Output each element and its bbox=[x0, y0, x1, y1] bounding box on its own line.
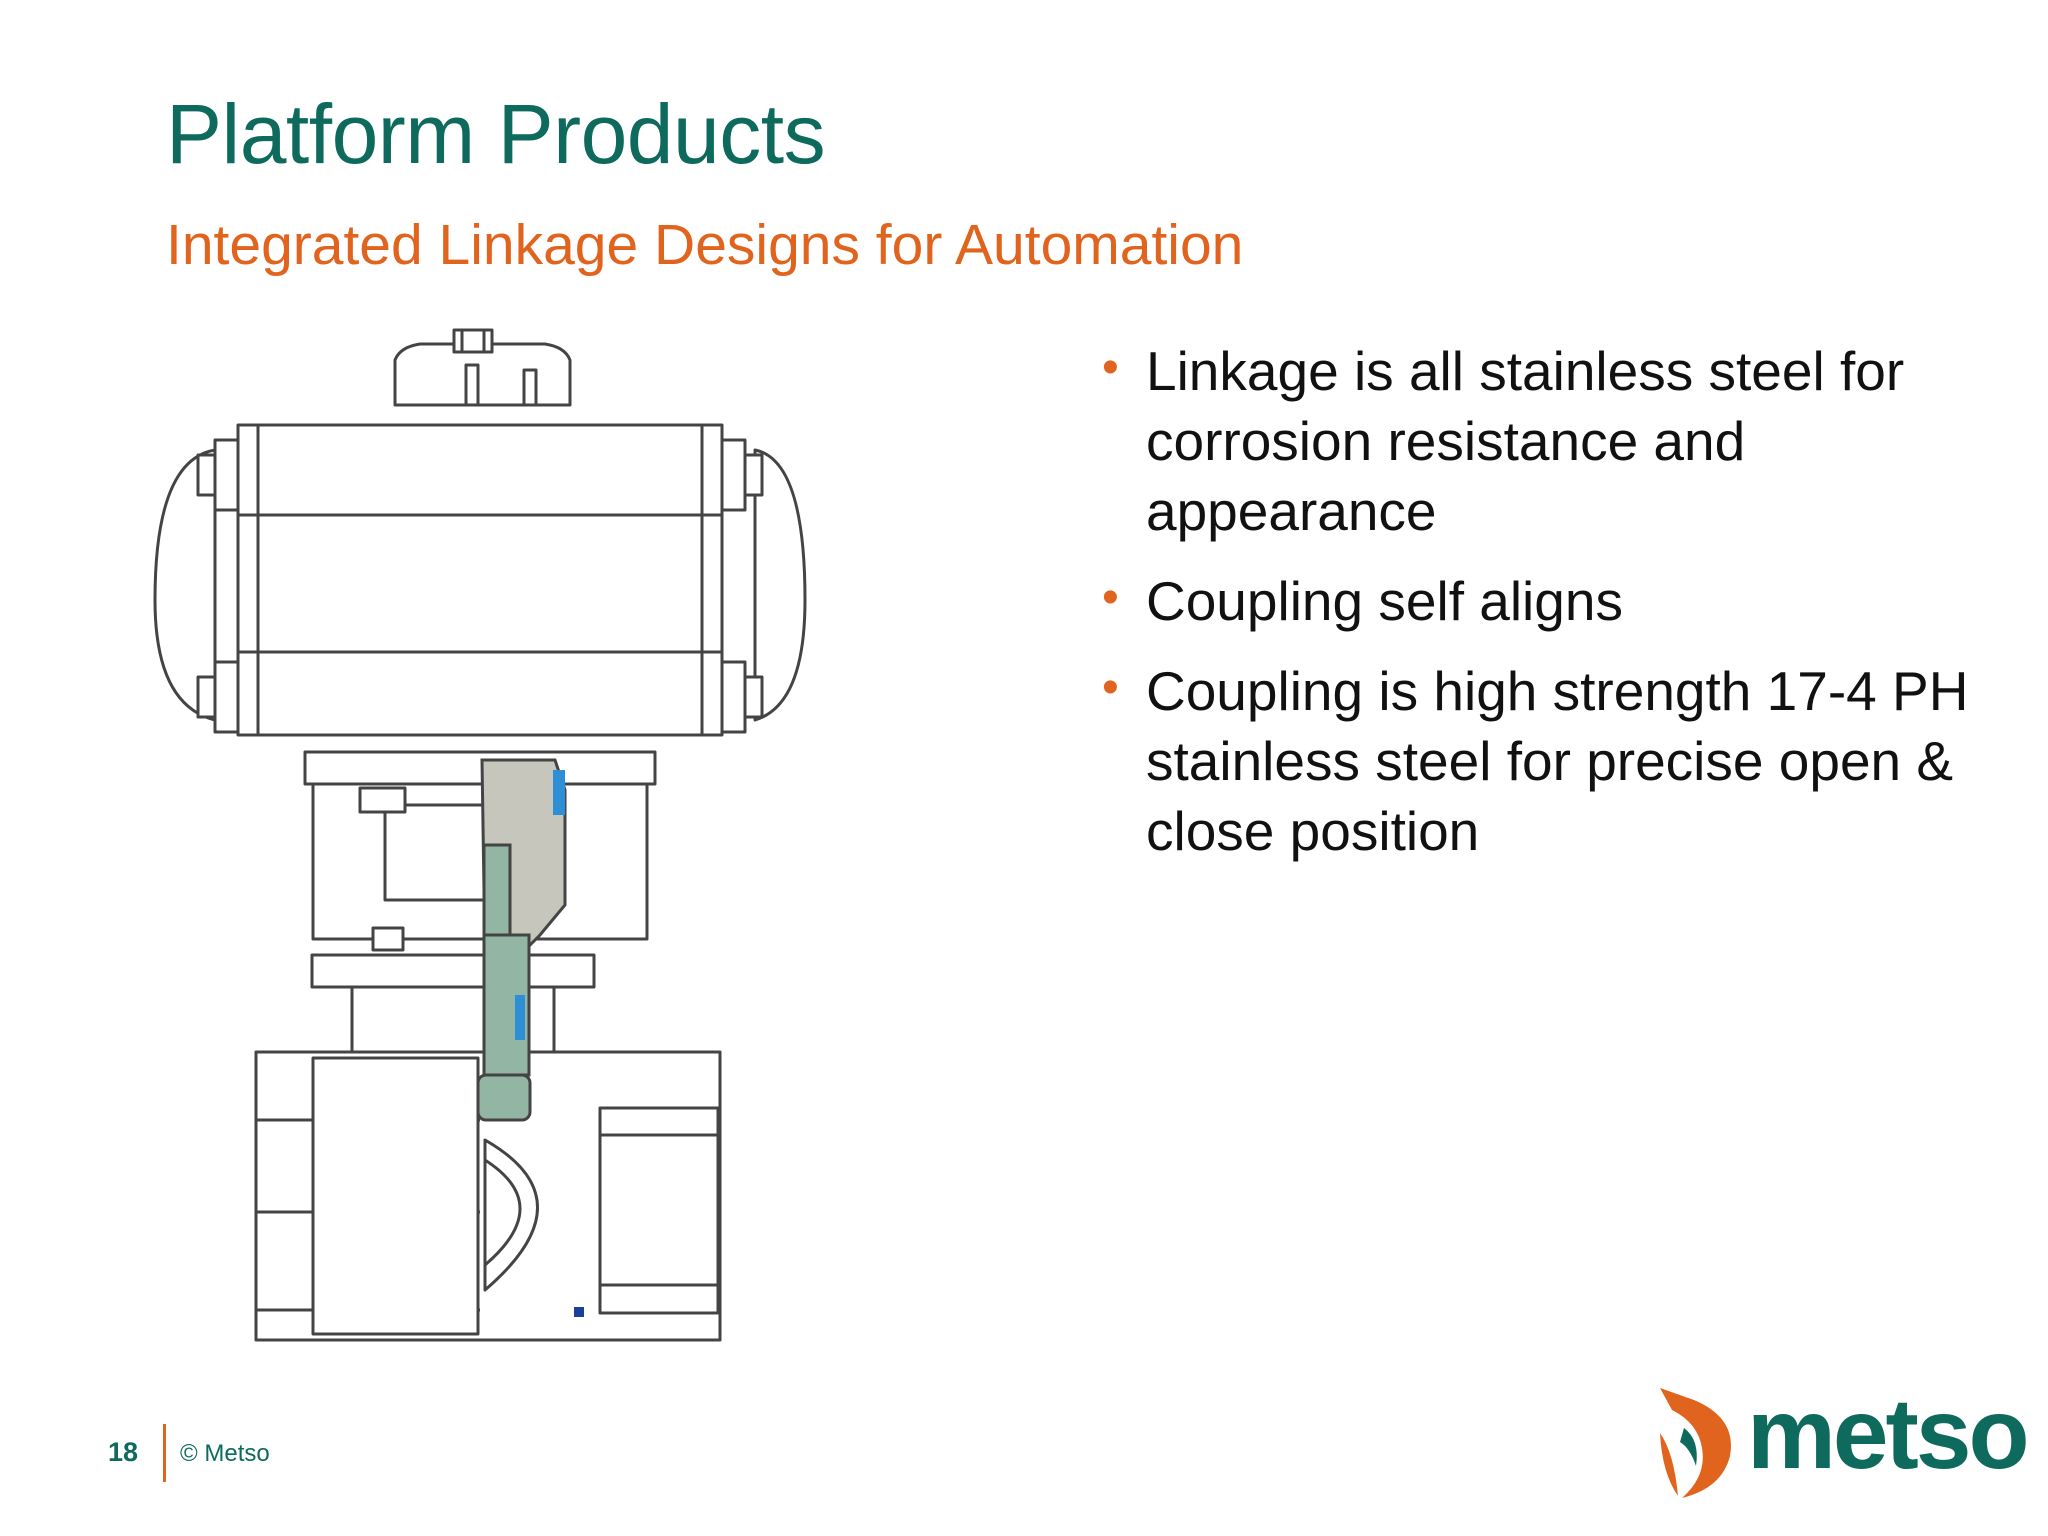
page-subtitle: Integrated Linkage Designs for Automatio… bbox=[166, 213, 1244, 277]
bullet-item: • Coupling self aligns bbox=[1102, 566, 2002, 636]
bullet-text: Coupling self aligns bbox=[1146, 570, 1623, 632]
bullet-dot-icon: • bbox=[1102, 571, 1119, 624]
bullet-item: • Linkage is all stainless steel for cor… bbox=[1102, 336, 2002, 546]
logo-text: metso bbox=[1747, 1378, 2030, 1490]
bullet-text: Coupling is high strength 17-4 PH stainl… bbox=[1146, 660, 1969, 862]
bullet-item: • Coupling is high strength 17-4 PH stai… bbox=[1102, 656, 2002, 866]
bullet-dot-icon: • bbox=[1102, 661, 1119, 714]
page-title: Platform Products bbox=[166, 87, 826, 181]
copyright-text: © Metso bbox=[180, 1440, 270, 1467]
metso-flame-icon bbox=[1660, 1388, 1731, 1498]
page-number: 18 bbox=[108, 1437, 139, 1467]
footer-divider bbox=[163, 1424, 166, 1482]
bullet-text: Linkage is all stainless steel for corro… bbox=[1146, 340, 1905, 542]
metso-logo: metso bbox=[1652, 1378, 2030, 1498]
bullet-dot-icon: • bbox=[1102, 341, 1119, 394]
valve-actuator-cross-section-icon bbox=[153, 328, 807, 1342]
bullet-list: • Linkage is all stainless steel for cor… bbox=[1102, 336, 2002, 886]
